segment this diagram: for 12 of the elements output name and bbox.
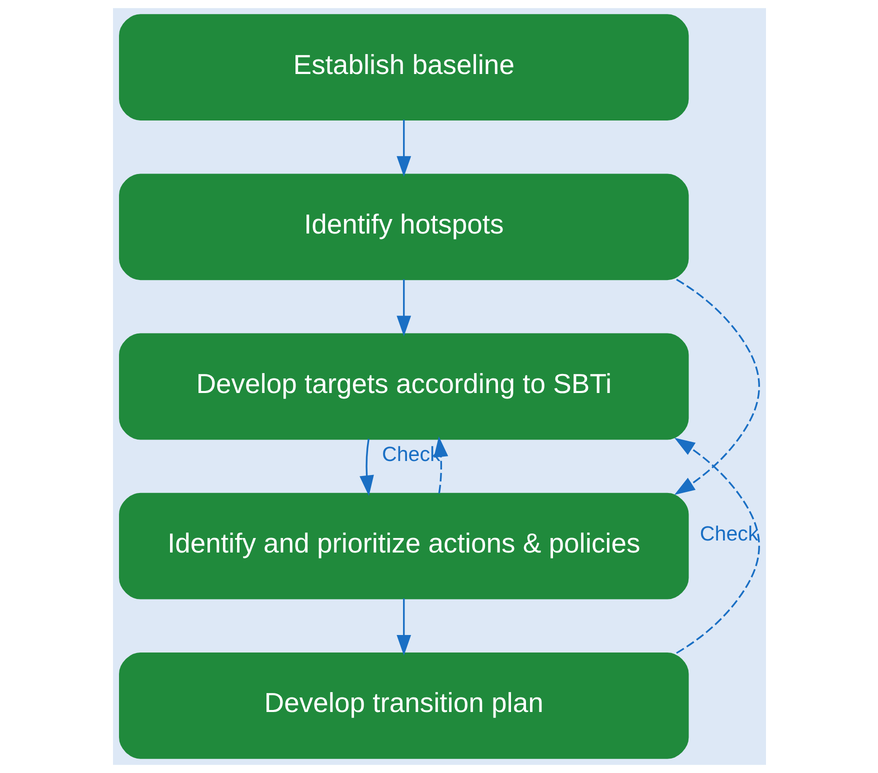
node-box: Identify and prioritize actions & policies [118,492,688,600]
arrow [396,120,411,177]
node-box: Identify hotspots [118,174,688,280]
arrow [396,598,411,656]
edge-label: Check [699,522,758,546]
arrow [359,438,374,496]
arrow [674,278,760,495]
node-box: Develop targets according to SBTi [118,333,688,440]
node-box: Establish baseline [118,14,688,120]
arrow [396,279,411,336]
node-box: Develop transition plan [118,652,688,759]
arrow [674,438,760,654]
